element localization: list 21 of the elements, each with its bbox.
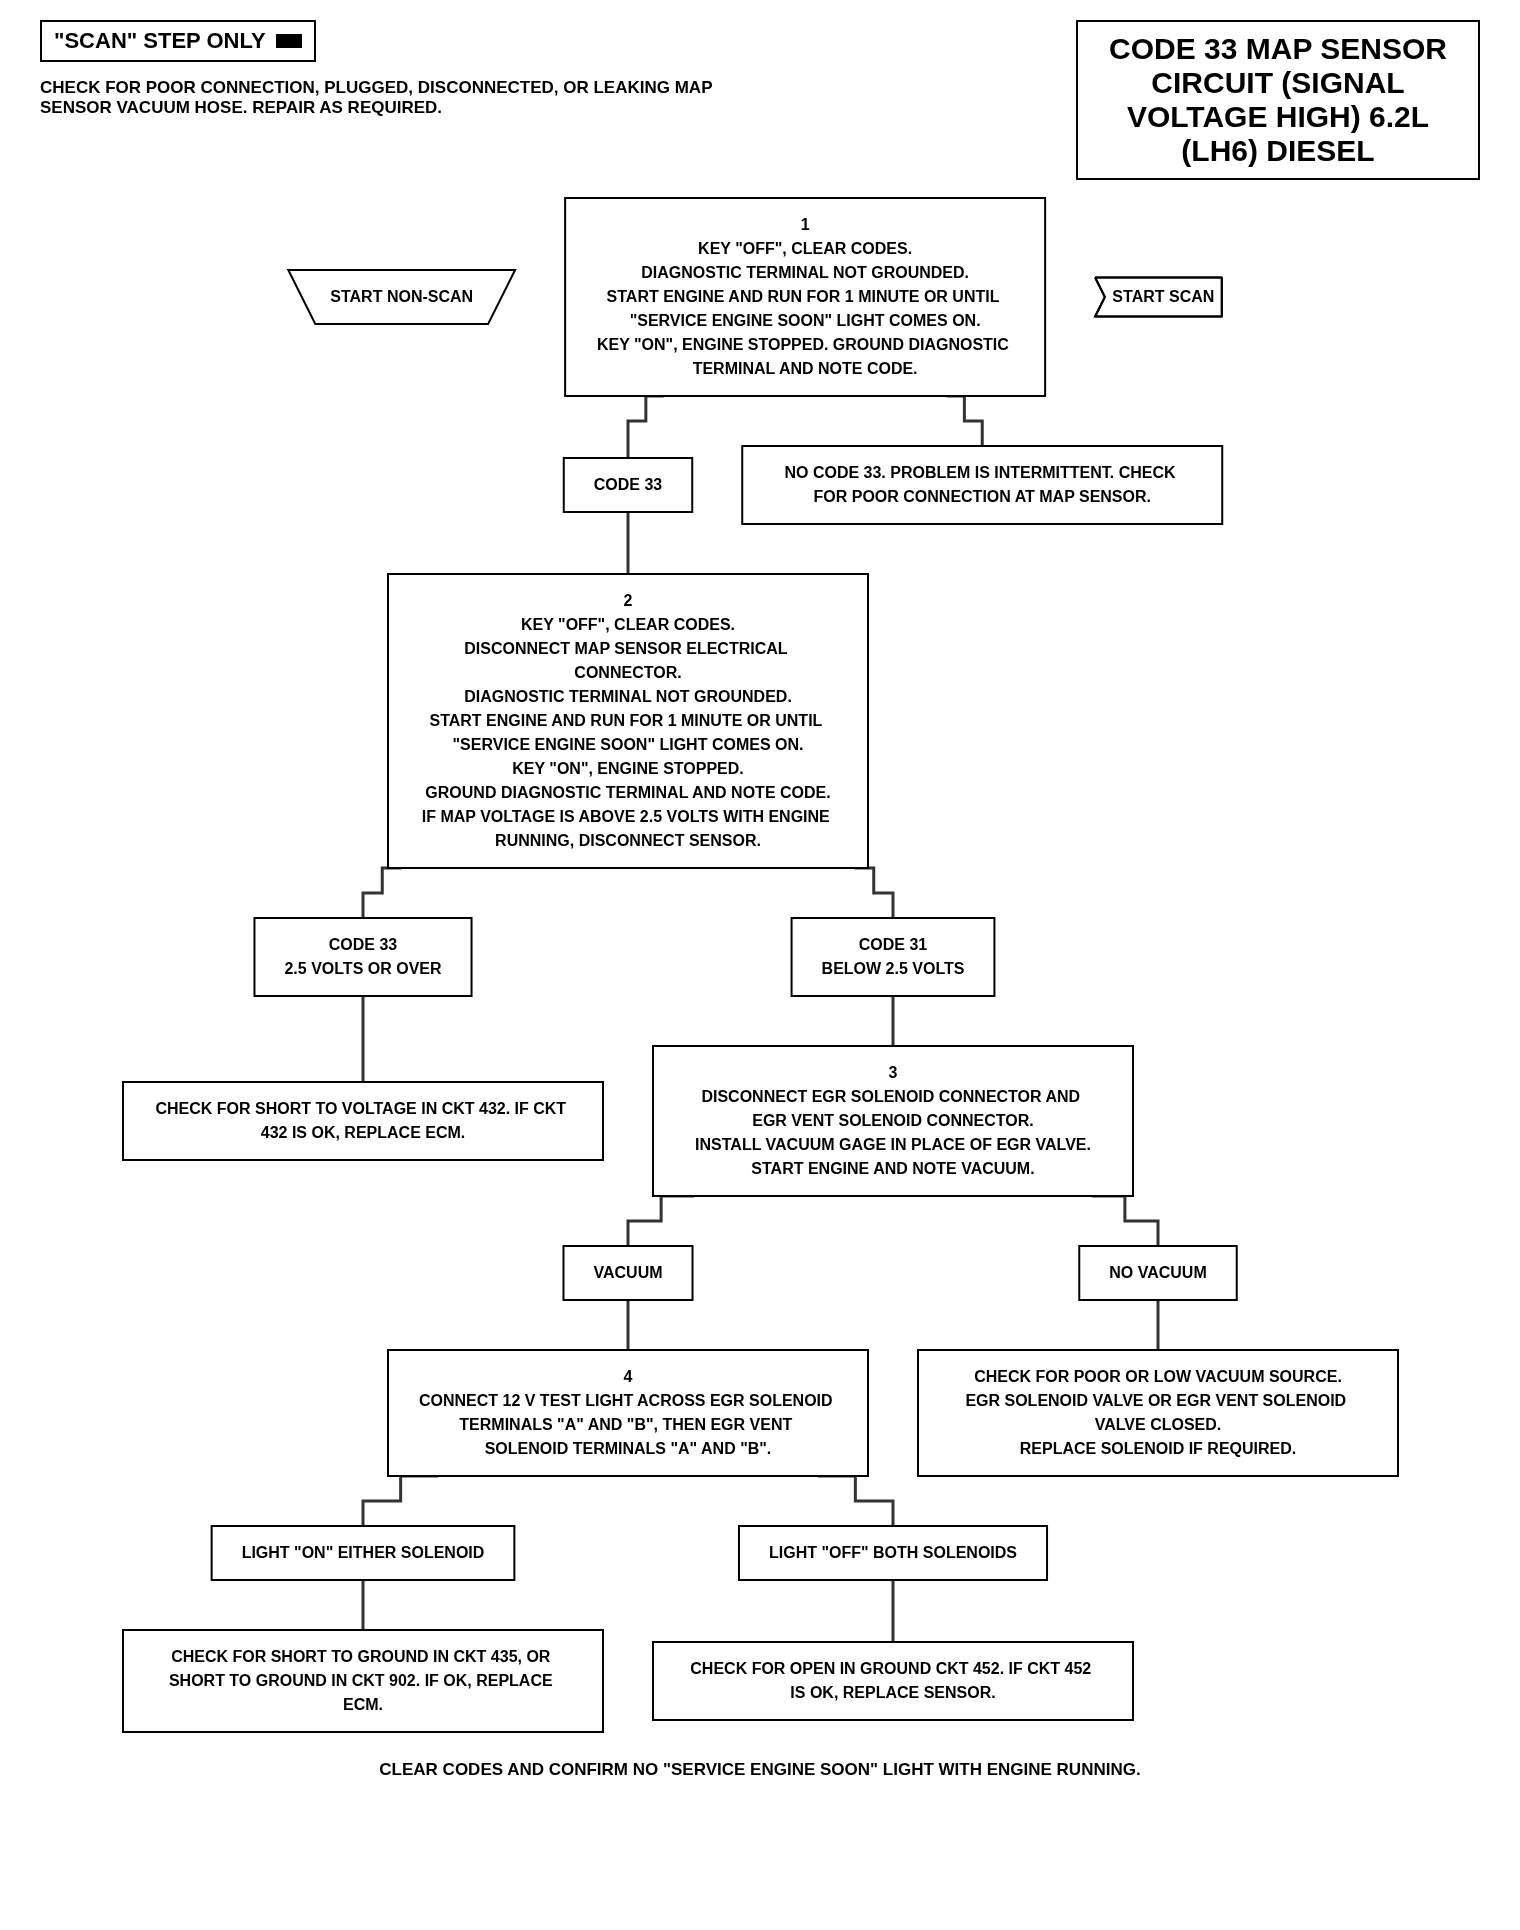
node-box: CODE 33 bbox=[562, 457, 693, 513]
legend-text: "SCAN" STEP ONLY bbox=[54, 28, 266, 54]
node-box: 2 KEY "OFF", CLEAR CODES. DISCONNECT MAP SENSOR ELECTRICAL CONNECTOR. DIAGNOSTIC TERMINAL NOT GROUNDED. START ENGINE AND RUN FOR 1 MINUTE OR UNTIL "SERVICE ENGINE SOON" LIGHT COMES ON. KEY "ON", ENGINE STOPPED. GROUND DIAGNOSTIC TERMINAL AND NOTE CODE. IF MAP VOLTAGE IS ABOVE 2.5 VOLTS WITH ENGINE RUNNING, DISCONNECT SENSOR. bbox=[386, 573, 869, 869]
node-box: LIGHT "ON" EITHER SOLENOID bbox=[210, 1525, 515, 1581]
node-box: CHECK FOR SHORT TO GROUND IN CKT 435, OR SHORT TO GROUND IN CKT 902. IF OK, REPLACE ECM. bbox=[121, 1629, 604, 1733]
title: CODE 33 MAP SENSOR CIRCUIT (SIGNAL VOLTAGE HIGH) 6.2L (LH6) DIESEL bbox=[1076, 20, 1480, 180]
node-box: VACUUM bbox=[562, 1245, 693, 1301]
node-box: 3 DISCONNECT EGR SOLENOID CONNECTOR AND EGR VENT SOLENOID CONNECTOR. INSTALL VACUUM GAGE IN PLACE OF EGR VALVE. START ENGINE AND NOTE VACUUM. bbox=[651, 1045, 1134, 1197]
note-text: CHECK FOR POOR CONNECTION, PLUGGED, DISCONNECTED, OR LEAKING MAP SENSOR VACUUM HOSE. REPAIR AS REQUIRED. bbox=[40, 78, 714, 118]
node-box: CODE 31 BELOW 2.5 VOLTS bbox=[790, 917, 995, 997]
node-box: CHECK FOR OPEN IN GROUND CKT 452. IF CKT 452 IS OK, REPLACE SENSOR. bbox=[651, 1641, 1134, 1721]
node-box: 1 KEY "OFF", CLEAR CODES. DIAGNOSTIC TERMINAL NOT GROUNDED. START ENGINE AND RUN FOR 1 MINUTE OR UNTIL "SERVICE ENGINE SOON" LIGHT COMES ON. KEY "ON", ENGINE STOPPED. GROUND DIAGNOSTIC TERMINAL AND NOTE CODE. bbox=[563, 197, 1046, 397]
node-box: NO CODE 33. PROBLEM IS INTERMITTENT. CHECK FOR POOR CONNECTION AT MAP SENSOR. bbox=[740, 445, 1223, 525]
note-text: CLEAR CODES AND CONFIRM NO "SERVICE ENGINE SOON" LIGHT WITH ENGINE RUNNING. bbox=[378, 1760, 1142, 1780]
connector bbox=[361, 866, 401, 920]
node-box: LIGHT "OFF" BOTH SOLENOIDS bbox=[737, 1525, 1048, 1581]
node-box: 4 CONNECT 12 V TEST LIGHT ACROSS EGR SOLENOID TERMINALS "A" AND "B", THEN EGR VENT SOLENOID TERMINALS "A" AND "B". bbox=[386, 1349, 869, 1477]
node-box: CHECK FOR SHORT TO VOLTAGE IN CKT 432. IF CKT 432 IS OK, REPLACE ECM. bbox=[121, 1081, 604, 1161]
node-box: CODE 33 2.5 VOLTS OR OVER bbox=[252, 917, 473, 997]
node-box: CHECK FOR POOR OR LOW VACUUM SOURCE. EGR SOLENOID VALVE OR EGR VENT SOLENOID VALVE CLOSED. REPLACE SOLENOID IF REQUIRED. bbox=[916, 1349, 1399, 1477]
node-box: NO VACUUM bbox=[1077, 1245, 1238, 1301]
